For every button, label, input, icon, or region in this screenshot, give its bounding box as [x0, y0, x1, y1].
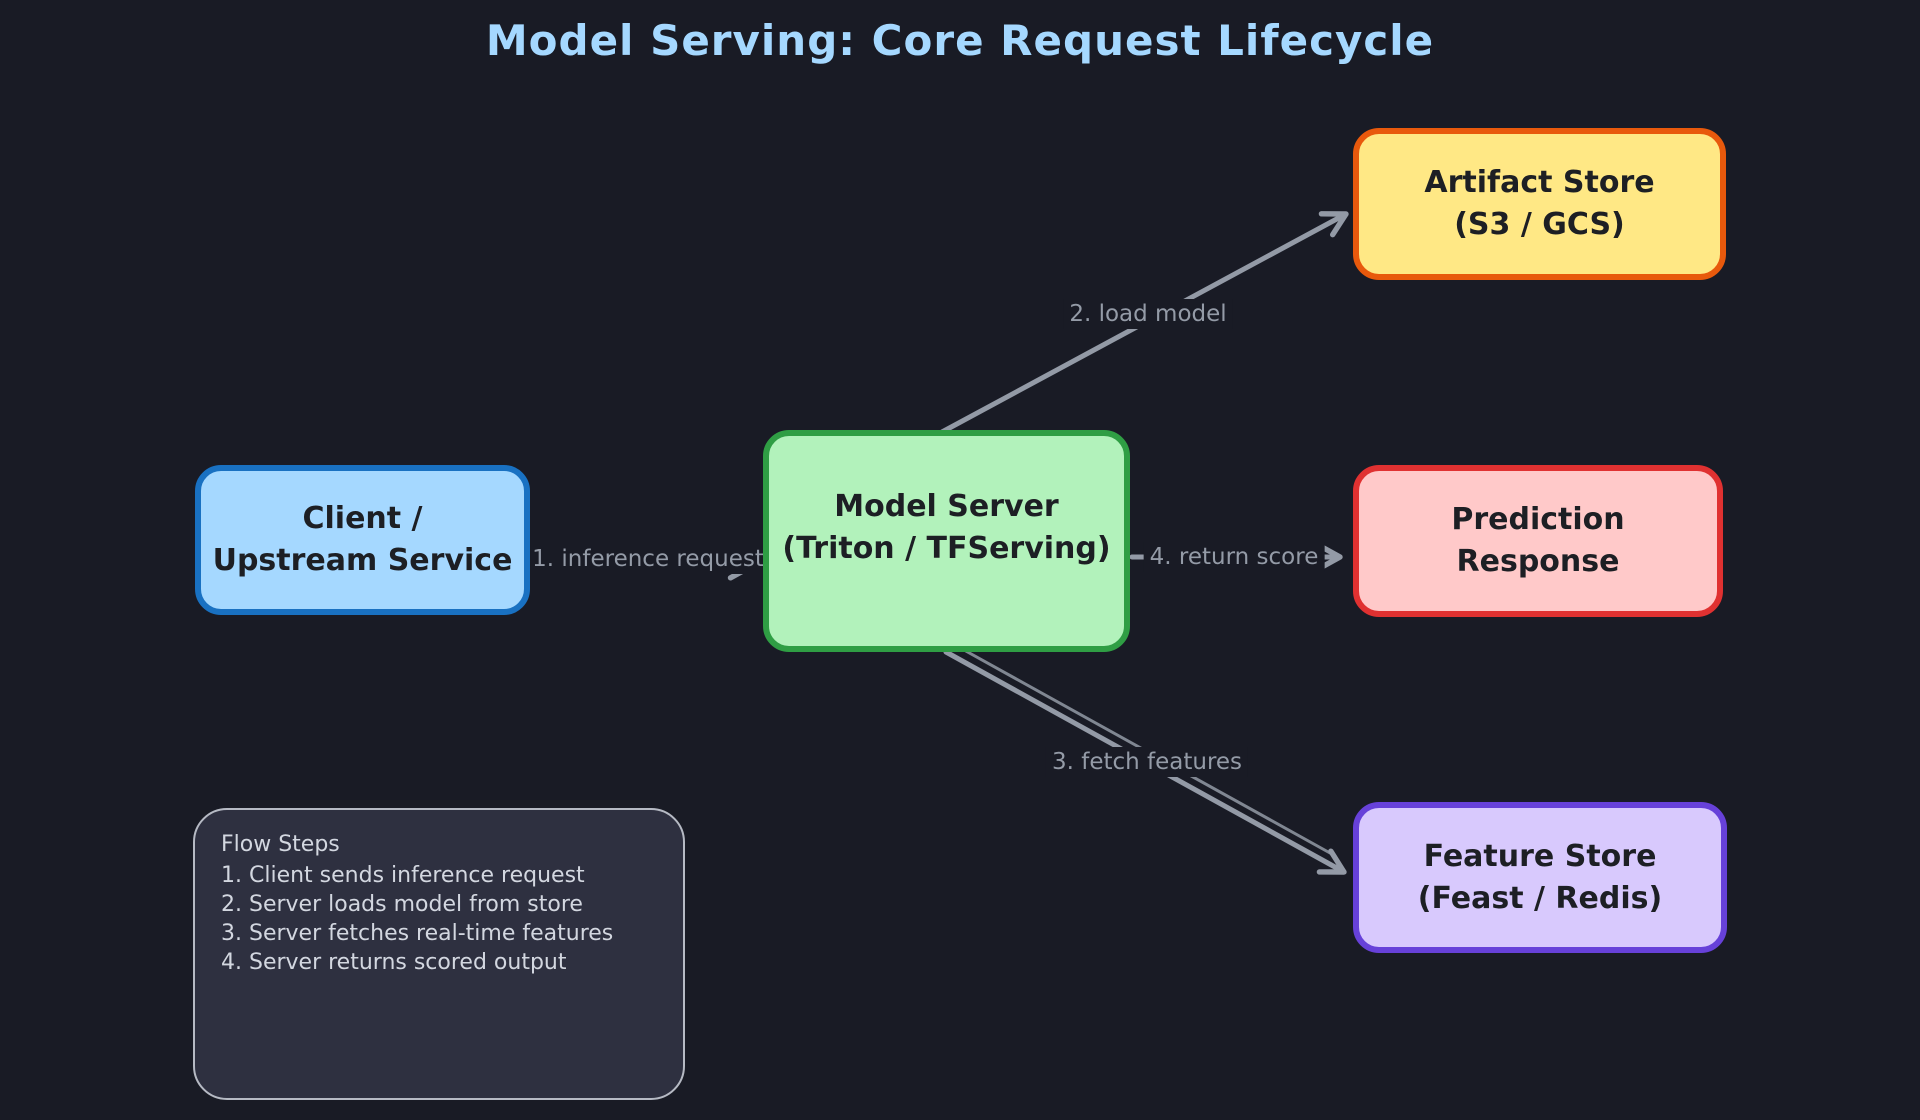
note-step: 4. Server returns scored output — [221, 950, 567, 975]
edge-label-fetch-features: 3. fetch features — [1045, 747, 1249, 777]
node-label-line: Prediction — [1451, 502, 1625, 537]
node-model-server: Model Server (Triton / TFServing) — [763, 430, 1130, 652]
node-label-line: (Triton / TFServing) — [782, 531, 1111, 566]
node-label-line: Upstream Service — [212, 543, 513, 578]
edge-label-return-score: 4. return score — [1143, 542, 1325, 572]
node-artifact-store: Artifact Store (S3 / GCS) — [1353, 128, 1726, 280]
node-client-upstream-service: Client / Upstream Service — [195, 465, 530, 615]
node-label-line: Response — [1456, 544, 1620, 579]
node-feature-store: Feature Store (Feast / Redis) — [1353, 802, 1727, 953]
node-prediction-response: Prediction Response — [1353, 465, 1723, 617]
node-label-line: Feature Store — [1423, 838, 1657, 874]
note-title: Flow Steps — [221, 832, 340, 857]
edge-label-load-model: 2. load model — [1063, 299, 1233, 329]
note-step: 2. Server loads model from store — [221, 892, 583, 917]
edge-label-inference-request: 1. inference request — [526, 544, 770, 574]
diagram-title: Model Serving: Core Request Lifecycle — [485, 16, 1435, 65]
node-label-line: (S3 / GCS) — [1454, 207, 1625, 242]
note-flow-steps: Flow Steps 1. Client sends inference req… — [193, 808, 685, 1100]
node-label-line: Model Server — [834, 489, 1059, 524]
node-label-line: (Feast / Redis) — [1417, 880, 1663, 916]
node-label-line: Artifact Store — [1424, 165, 1655, 200]
note-step: 1. Client sends inference request — [221, 863, 585, 888]
node-label-line: Client / — [302, 501, 423, 536]
note-step: 3. Server fetches real-time features — [221, 921, 614, 946]
